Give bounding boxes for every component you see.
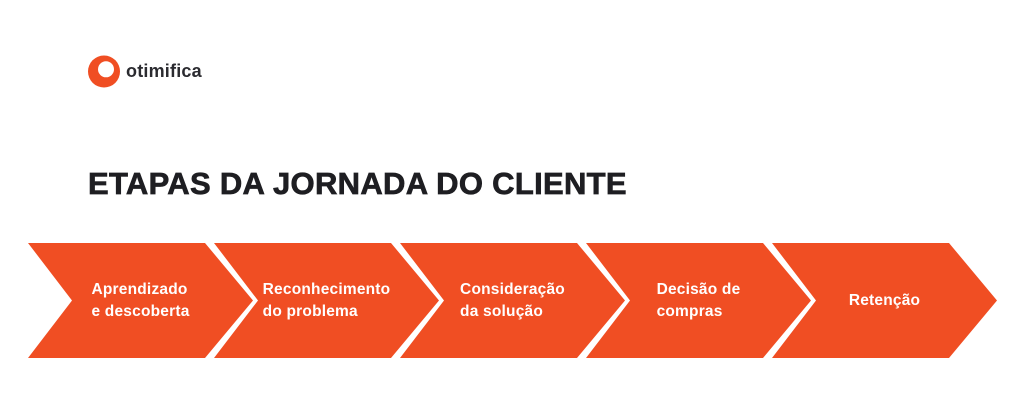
stage-line: compras [656, 302, 723, 320]
stage-label: Reconhecimento do problema [263, 279, 391, 323]
stage-label: Retenção [849, 290, 920, 312]
stage-line: do problema [262, 302, 358, 320]
stage-line: Consideração [460, 280, 565, 298]
stage-label: Decisão de compras [657, 279, 741, 323]
logo: otimifica [87, 54, 202, 88]
customer-journey-stages: Aprendizado e descoberta Reconhecimento … [28, 243, 1024, 358]
stage-line: e descoberta [91, 302, 190, 320]
stage-line: Reconhecimento [262, 280, 391, 298]
stage-label: Aprendizado e descoberta [91, 279, 189, 323]
stage-arrow-aprendizado-e-descoberta: Aprendizado e descoberta [28, 243, 253, 358]
page-title: ETAPAS DA JORNADA DO CLIENTE [88, 165, 627, 201]
logo-text: otimifica [126, 60, 202, 81]
stage-line: da solução [460, 302, 544, 320]
stage-line: Decisão de [656, 280, 741, 298]
stage-line: Retenção [848, 291, 921, 309]
stage-label: Consideração da solução [460, 279, 565, 323]
stage-line: Aprendizado [91, 280, 188, 298]
logo-ring-icon [88, 55, 120, 88]
